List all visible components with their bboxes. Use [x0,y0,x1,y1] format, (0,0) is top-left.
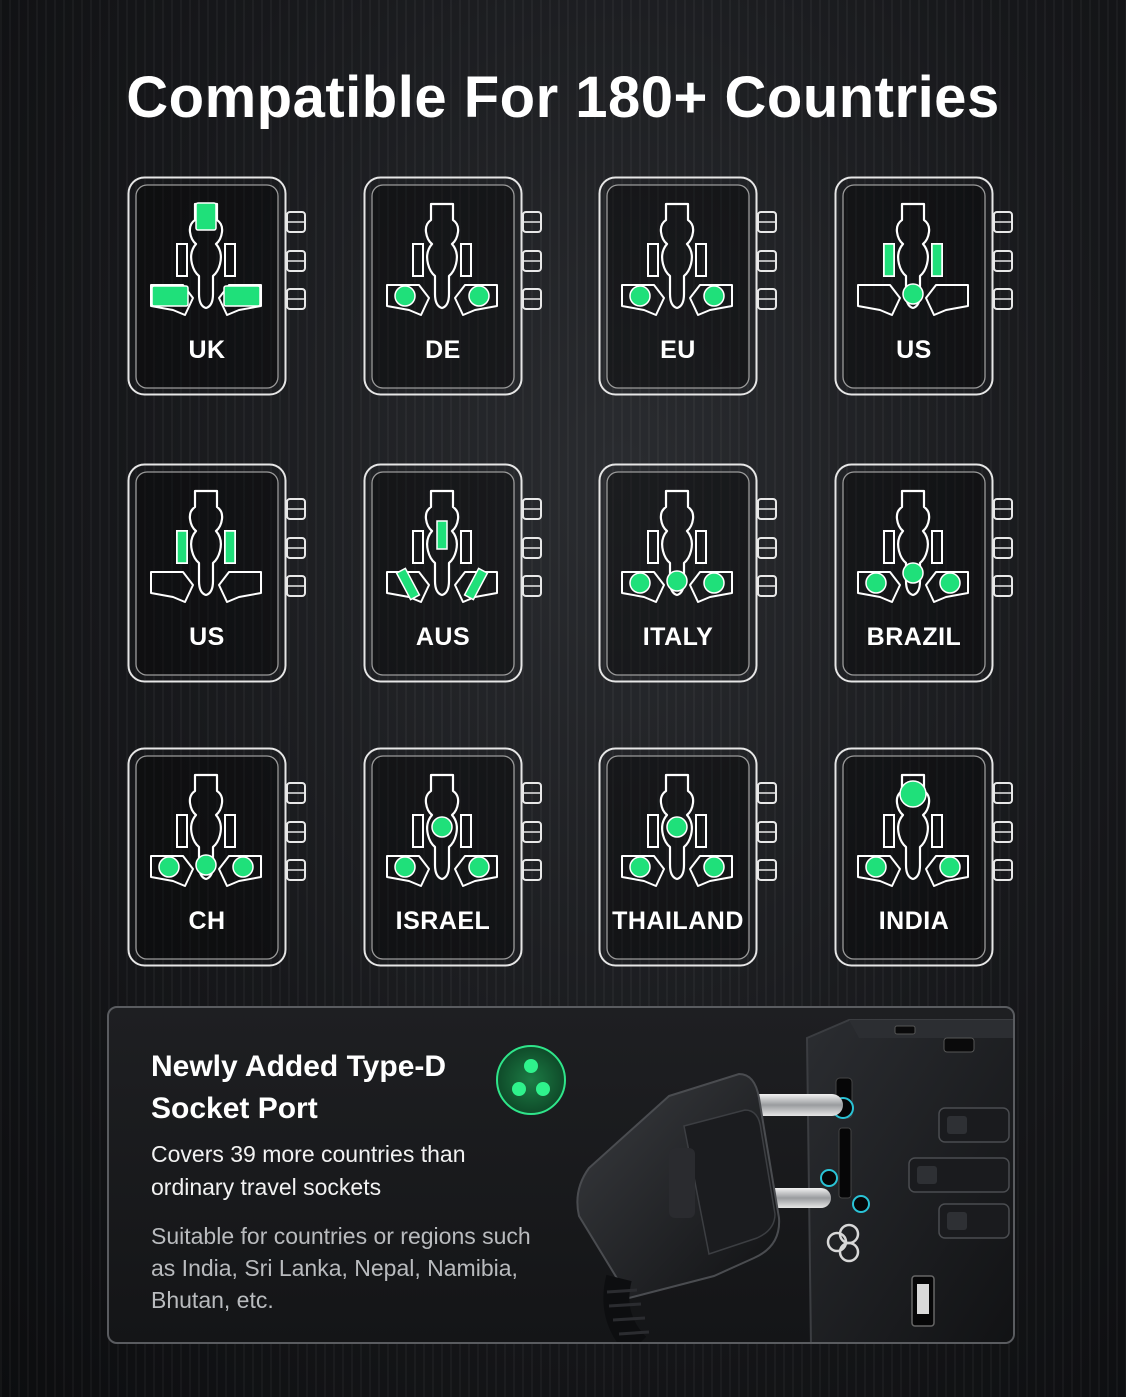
plug-type-card: THAILAND [598,747,793,972]
plug-socket-icon [363,747,542,967]
plug-socket-icon [598,463,777,683]
adapter-product-image [576,1019,1013,1342]
plug-type-card: INDIA [834,747,1029,972]
plug-socket-icon [834,463,1013,683]
plug-type-card: ISRAEL [363,747,558,972]
plug-type-card: ITALY [598,463,793,688]
type-d-feature-panel: Newly Added Type-D Socket Port Covers 39… [107,1006,1015,1344]
feature-coverage-text: Covers 39 more countries than ordinary t… [151,1141,466,1200]
plug-type-card: AUS [363,463,558,688]
plug-type-label: THAILAND [612,907,744,935]
plug-type-label: EU [660,336,696,364]
plug-socket-icon [127,463,306,683]
plug-type-card: BRAZIL [834,463,1029,688]
plug-socket-icon [834,176,1013,396]
plug-type-card: US [127,463,322,688]
plug-socket-icon [127,176,306,396]
plug-type-label: AUS [415,623,471,651]
plug-type-label: US [189,623,225,651]
plug-socket-icon [127,747,306,967]
feature-heading: Newly Added Type-D Socket Port [151,1050,447,1125]
plug-type-label: BRAZIL [866,623,962,651]
plug-type-card: CH [127,747,322,972]
plug-type-label: CH [188,907,226,935]
feature-regions-text: Suitable for countries or regions such a… [151,1223,531,1313]
plug-type-label: US [896,336,932,364]
plug-type-card: UK [127,176,322,401]
plug-type-label: DE [425,336,461,364]
plug-socket-icon [363,463,542,683]
plug-type-label: ITALY [642,623,714,651]
plug-type-card: US [834,176,1029,401]
plug-socket-icon [363,176,542,396]
plug-type-card: EU [598,176,793,401]
plug-socket-icon [598,176,777,396]
plug-type-label: ISRAEL [395,907,491,935]
plug-type-label: INDIA [878,907,950,935]
plug-type-label: UK [188,336,226,364]
page-title: Compatible For 180+ Countries [126,65,1000,130]
three-pin-socket-icon [496,1045,566,1115]
plug-type-card: DE [363,176,558,401]
plug-socket-icon [598,747,777,967]
plug-socket-icon [834,747,1013,967]
